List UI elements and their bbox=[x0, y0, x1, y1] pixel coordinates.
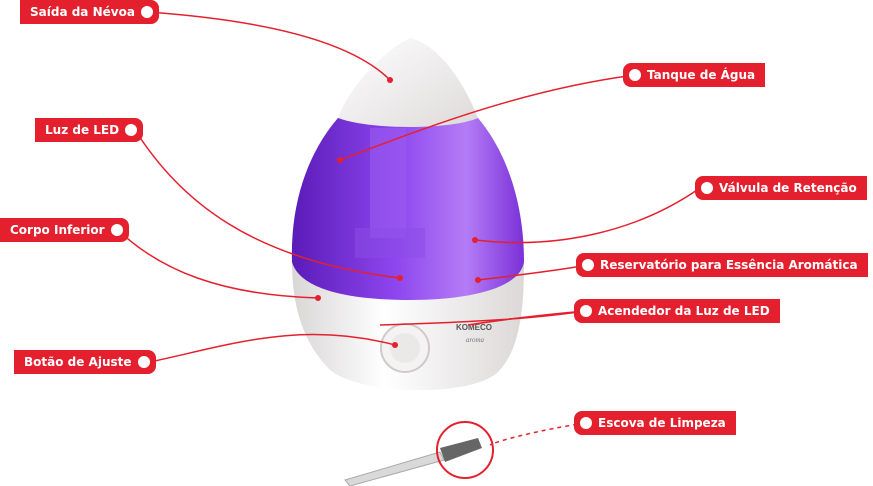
label-escova: Escova de Limpeza bbox=[574, 411, 736, 435]
label-reservatorio: Reservatório para Essência Aromática bbox=[576, 253, 868, 277]
dot-icon bbox=[137, 356, 150, 368]
label-tanque-agua: Tanque de Água bbox=[623, 63, 766, 87]
inner-tube bbox=[370, 128, 406, 238]
brand-sub: aroma bbox=[466, 336, 485, 344]
label-valvula-retencao: Válvula de Retenção bbox=[695, 176, 867, 200]
dot-icon bbox=[110, 224, 123, 236]
label-luz-led: Luz de LED bbox=[35, 118, 144, 142]
dot-icon bbox=[580, 305, 592, 317]
dot-icon bbox=[629, 69, 641, 81]
dot-icon bbox=[701, 182, 713, 194]
brand-text: KOMECO bbox=[456, 323, 492, 332]
dot-icon bbox=[582, 259, 594, 271]
label-acendedor: Acendedor da Luz de LED bbox=[574, 299, 780, 323]
connector-lines bbox=[117, 11, 701, 446]
water-tank bbox=[291, 118, 524, 300]
mist-outlet bbox=[338, 38, 478, 127]
dot-icon bbox=[580, 417, 592, 429]
cleaning-brush bbox=[344, 421, 494, 486]
dot-icon bbox=[125, 124, 138, 136]
label-saida-nevoa: Saída da Névoa bbox=[20, 0, 159, 24]
dot-icon bbox=[140, 6, 153, 18]
label-botao-ajuste: Botão de Ajuste bbox=[14, 350, 156, 374]
label-corpo-inferior: Corpo Inferior bbox=[0, 218, 129, 242]
anchor-dots bbox=[315, 77, 481, 348]
